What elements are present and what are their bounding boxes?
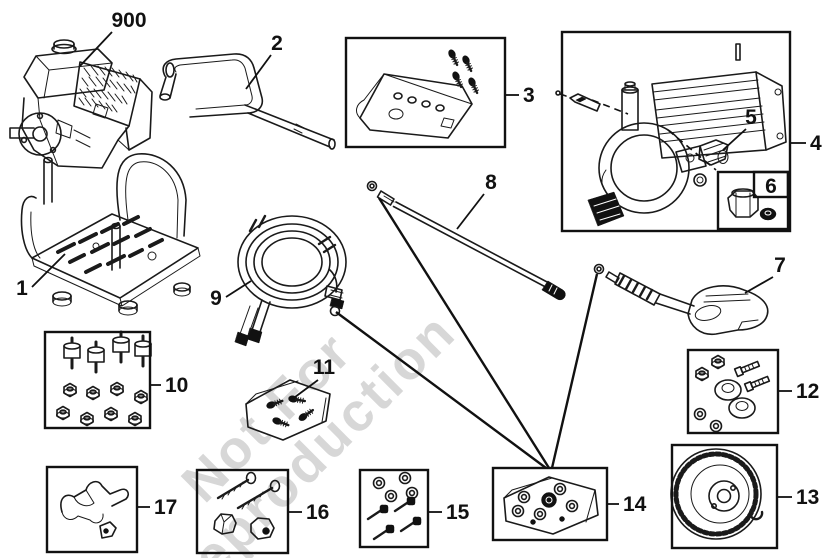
handle-illustration [159, 53, 336, 150]
callout-label-11: 11 [313, 356, 336, 379]
callout-leader-2 [245, 54, 272, 90]
callout-label-14: 14 [623, 493, 647, 516]
part-box-4 [560, 30, 792, 233]
assembly-leader-2 [377, 197, 551, 469]
part-box-6-label [752, 170, 790, 199]
callout-leader-9 [225, 280, 252, 298]
callout-label-12: 12 [796, 380, 819, 403]
fitting-5-illustration [698, 139, 729, 166]
oring-kit-14-illustration [503, 476, 599, 535]
part-box-16 [195, 468, 290, 555]
callout-leader-5 [722, 128, 747, 151]
callout-labels: 900 2 3 4 5 6 7 8 9 1 10 11 12 13 14 15 16 17 [16, 9, 822, 524]
part-boxes [43, 30, 792, 555]
part-box-12 [686, 348, 780, 435]
pump-illustration [555, 43, 787, 227]
callout-label-15: 15 [446, 501, 470, 524]
cap-kit-6-illustration [727, 188, 777, 221]
knob-kit-16-illustration [213, 471, 281, 540]
part-box-10 [43, 330, 152, 430]
part-box-14 [491, 466, 609, 542]
callout-leader-8 [456, 193, 485, 230]
screw-bag-11-illustration [245, 379, 331, 441]
dashed-leader-1 [591, 99, 629, 115]
mount-kit-10-illustration [55, 330, 153, 427]
callout-label-1: 1 [16, 277, 28, 300]
callout-label-8: 8 [485, 171, 497, 194]
part-box-15 [358, 468, 430, 549]
axle-kit-12-illustration [693, 354, 771, 433]
callout-label-3: 3 [523, 84, 535, 107]
dashed-leader-2 [667, 129, 717, 171]
part-box-3 [344, 36, 507, 149]
engine-illustration [9, 39, 153, 169]
callout-label-5: 5 [745, 106, 757, 129]
leader-lines [31, 31, 806, 513]
base-plate-illustration [356, 47, 482, 139]
callout-label-10: 10 [165, 374, 188, 397]
callout-label-16: 16 [306, 501, 329, 524]
callout-leader-7 [744, 276, 774, 294]
callout-label-6: 6 [765, 175, 777, 198]
callout-label-9: 9 [210, 287, 222, 310]
gun-illustration [593, 263, 769, 336]
assembly-leader-1 [335, 311, 547, 469]
part-box-13 [670, 443, 779, 550]
wand-illustration [366, 180, 566, 301]
callout-label-900: 900 [111, 9, 146, 32]
callout-leader-900 [79, 31, 113, 67]
callout-label-2: 2 [271, 32, 283, 55]
callout-label-4: 4 [810, 132, 822, 155]
callout-label-13: 13 [796, 486, 819, 509]
callout-leader-1 [31, 253, 66, 288]
hose-illustration [234, 214, 347, 347]
callout-leader-11 [290, 379, 319, 401]
wheel-illustration [670, 448, 764, 540]
assembly-leader-3 [550, 273, 599, 469]
frame-illustration [20, 153, 201, 316]
callout-label-7: 7 [774, 254, 786, 277]
part-box-17 [45, 465, 139, 554]
callout-label-17: 17 [154, 496, 177, 519]
hook-kit-17-illustration [60, 480, 129, 539]
bolt-kit-15-illustration [366, 471, 423, 541]
